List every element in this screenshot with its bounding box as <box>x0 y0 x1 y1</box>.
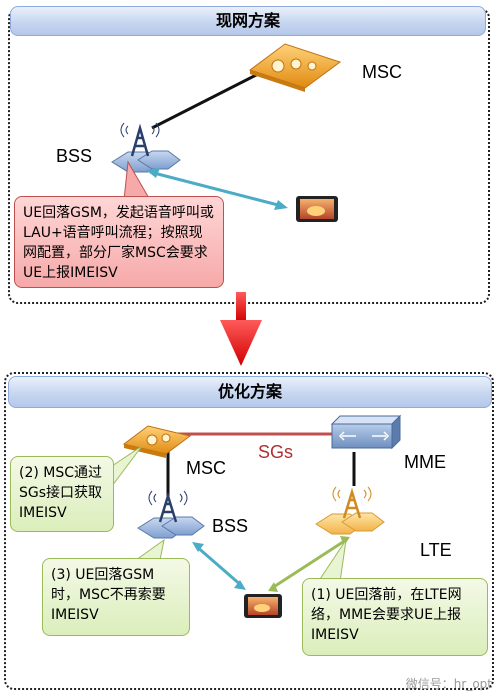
down-arrow-icon <box>220 292 262 366</box>
bss-icon-bottom <box>137 490 205 539</box>
callout-mme-imeisv: (1) UE回落前，在LTE网络，MME会要求UE上报IMEISV <box>302 578 488 656</box>
callout-1-pointer <box>317 539 347 583</box>
current-solution-title: 现网方案 <box>10 6 486 36</box>
mme-icon <box>330 414 402 450</box>
callout-2-pointer <box>111 445 143 488</box>
lte-label: LTE <box>420 540 452 560</box>
mme-label: MME <box>404 452 446 472</box>
phone-icon <box>296 196 338 222</box>
watermark: 微信号：hr_opt <box>405 677 492 691</box>
optimized-solution-title: 优化方案 <box>8 376 492 408</box>
msc-bss-link <box>151 70 263 130</box>
phone-icon-bottom <box>244 594 282 618</box>
callout-no-imeisv-request: (3) UE回落GSM时，MSC不再索要IMEISV <box>42 558 190 636</box>
sgs-label: SGs <box>258 442 294 462</box>
bss-ue-link <box>149 170 283 208</box>
msc-label-bottom: MSC <box>186 458 226 478</box>
msc-label: MSC <box>362 62 402 82</box>
bss-label: BSS <box>56 146 93 166</box>
callout-3-pointer <box>134 538 165 561</box>
bss-ue-link-bottom <box>195 544 243 588</box>
lte-ue-link <box>271 538 347 590</box>
bss-icon <box>111 122 181 173</box>
fallback-callout: UE回落GSM，发起语音呼叫或LAU+语音呼叫流程；按照现网配置，部分厂家MSC… <box>14 196 224 288</box>
bss-label-bottom: BSS <box>212 516 249 536</box>
lte-icon <box>315 486 385 535</box>
callout-msc-sgs: (2) MSC通过SGs接口获取IMEISV <box>10 456 114 532</box>
msc-icon <box>248 43 342 92</box>
